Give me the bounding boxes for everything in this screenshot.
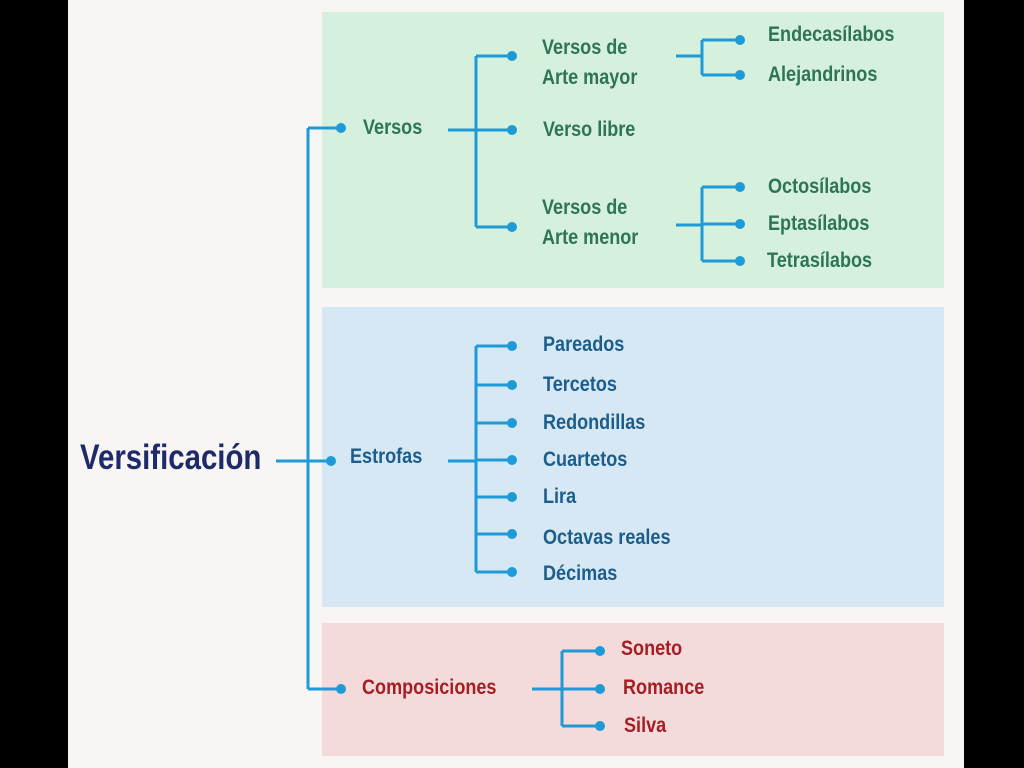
- connector-dot: [336, 684, 346, 694]
- versos-label: Versos: [363, 116, 423, 139]
- connector-dot: [507, 567, 517, 577]
- connector-dot: [507, 492, 517, 502]
- pareados-label: Pareados: [543, 333, 625, 356]
- connector-dot: [336, 123, 346, 133]
- arte-menor-line1: Versos de: [542, 196, 628, 219]
- connector-dot: [326, 456, 336, 466]
- connector-dot: [507, 51, 517, 61]
- connector-dot: [507, 418, 517, 428]
- connector-dot: [507, 222, 517, 232]
- versos-panel: [322, 12, 944, 288]
- connector-dot: [735, 182, 745, 192]
- estrofas-label: Estrofas: [350, 445, 423, 468]
- tercetos-label: Tercetos: [543, 373, 617, 396]
- verso-libre-label: Verso libre: [543, 118, 636, 141]
- connector-dot: [507, 125, 517, 135]
- composiciones-panel: [322, 623, 944, 756]
- eptasilabos-label: Eptasílabos: [768, 212, 870, 235]
- connector-dot: [595, 684, 605, 694]
- arte-menor-line2: Arte menor: [542, 226, 639, 249]
- lira-label: Lira: [543, 485, 577, 508]
- connector-dot: [507, 529, 517, 539]
- romance-label: Romance: [623, 676, 705, 699]
- connector-dot: [595, 646, 605, 656]
- endecasilabos-label: Endecasílabos: [768, 23, 895, 46]
- arte-menor-label: Versos de Arte menor: [542, 193, 638, 253]
- cuartetos-label: Cuartetos: [543, 448, 628, 471]
- tetrasilabos-label: Tetrasílabos: [767, 249, 873, 272]
- connector-dot: [735, 35, 745, 45]
- soneto-label: Soneto: [621, 637, 683, 660]
- composiciones-label: Composiciones: [362, 676, 497, 699]
- decimas-label: Décimas: [543, 562, 618, 585]
- octosilabos-label: Octosílabos: [768, 175, 872, 198]
- alejandrinos-label: Alejandrinos: [768, 63, 878, 86]
- connector-dot: [507, 380, 517, 390]
- silva-label: Silva: [624, 714, 667, 737]
- connector-dot: [735, 70, 745, 80]
- estrofas-panel: [322, 307, 944, 607]
- root-title: Versificación: [80, 438, 262, 477]
- octavas-reales-label: Octavas reales: [543, 526, 671, 549]
- connector-dot: [507, 341, 517, 351]
- arte-mayor-line1: Versos de: [542, 36, 628, 59]
- connector-dot: [595, 721, 605, 731]
- arte-mayor-line2: Arte mayor: [542, 66, 638, 89]
- connector-dot: [735, 219, 745, 229]
- arte-mayor-label: Versos de Arte mayor: [542, 33, 637, 93]
- connector-dot: [507, 455, 517, 465]
- redondillas-label: Redondillas: [543, 411, 646, 434]
- connector-dot: [735, 256, 745, 266]
